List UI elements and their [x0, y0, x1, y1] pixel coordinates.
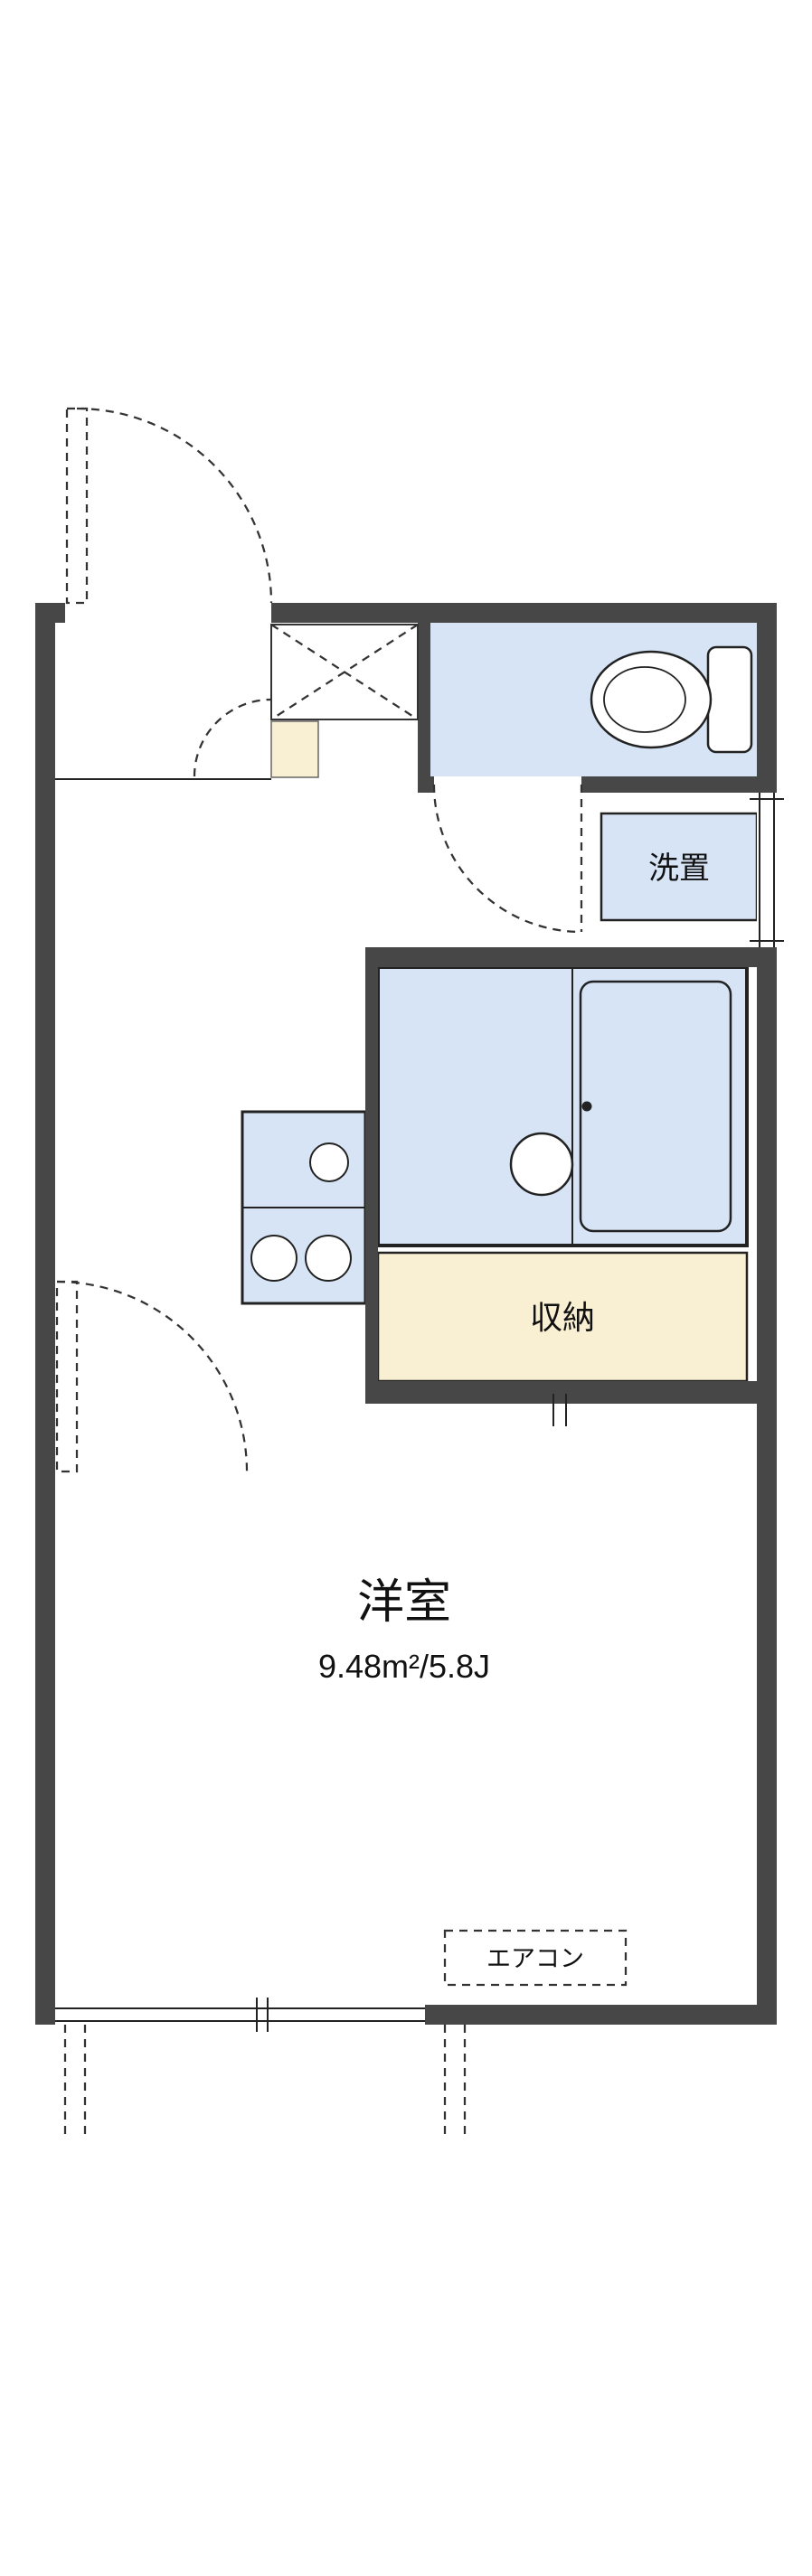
wall-top: [271, 603, 777, 623]
walls: [35, 603, 777, 2025]
aircon-box: [443, 1929, 628, 1987]
washstand-label: 洗置: [648, 851, 710, 886]
bathtub-icon: [579, 980, 732, 1233]
washstand-area: [600, 812, 759, 922]
kitchen-sink-icon: [309, 1142, 349, 1182]
bath-stool-icon: [509, 1132, 574, 1197]
wall-toilet-bottom-a: [418, 776, 434, 793]
toilet-icon: [590, 645, 753, 754]
windows: [55, 793, 784, 2032]
entrance-fixtures: [55, 624, 419, 780]
room-door-leaf: [55, 1280, 79, 1473]
wall-bottom: [425, 2005, 777, 2025]
entrance-door-arc: [76, 407, 273, 604]
x-box-diagonal-2: [270, 624, 419, 720]
toilet-door-arc: [432, 784, 582, 934]
door-swings: [55, 407, 583, 2135]
toilet-tank-icon: [706, 645, 753, 754]
bathroom-fixtures: [509, 967, 592, 1246]
kitchen-fixtures: [242, 1142, 365, 1282]
wall-right: [757, 603, 777, 2025]
storage-areas: [270, 720, 749, 1383]
wall-toilet-bottom-b: [581, 776, 757, 793]
wall-toilet-divider: [418, 623, 430, 793]
labels: 洗置 収納 洋室 9.48m²/5.8J エアコン: [318, 851, 710, 1972]
wall-bathroom-top: [365, 947, 757, 967]
closet: [376, 1251, 749, 1383]
room-label: 洋室: [357, 1576, 451, 1629]
stove-burner-left-icon: [250, 1235, 297, 1282]
stove-burner-right-icon: [305, 1235, 352, 1282]
toilet-seat-icon: [603, 666, 686, 733]
wall-bathroom-left: [365, 947, 378, 1404]
right-window-gap: [757, 793, 777, 947]
toilet-bowl-icon: [590, 650, 713, 749]
wall-left: [35, 603, 55, 2025]
bathtub-handle-icon: [581, 1101, 592, 1112]
room-size-label: 9.48m²/5.8J: [318, 1648, 490, 1685]
wall-closet-bottom: [365, 1381, 777, 1404]
room-door-arc: [56, 1280, 249, 1472]
aircon-label: エアコン: [486, 1945, 584, 1972]
entrance-step: [270, 720, 319, 778]
entrance-door-leaf: [65, 407, 89, 605]
wall-top-stub: [35, 603, 65, 623]
entrance-closet-door-arc: [193, 698, 272, 777]
closet-label: 収納: [530, 1299, 595, 1336]
